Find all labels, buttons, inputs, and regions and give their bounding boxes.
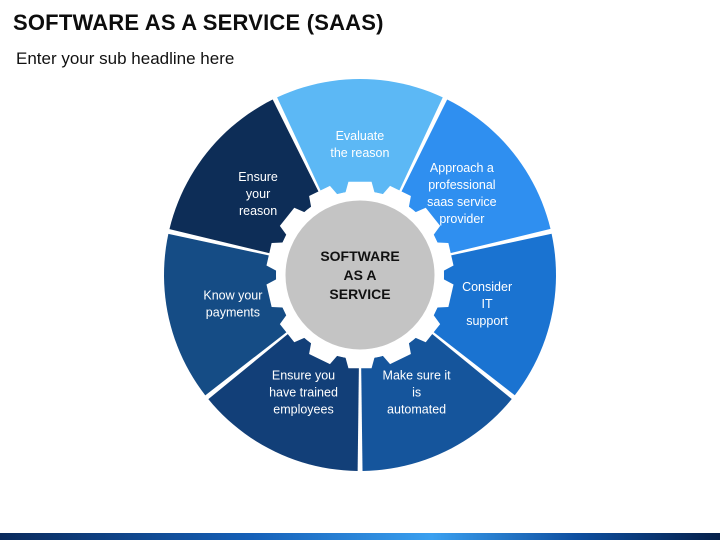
- segment-consider-it-support-label-line: support: [466, 314, 508, 328]
- segment-know-payments-label-line: payments: [206, 306, 260, 320]
- hub-circle: [282, 197, 438, 353]
- hub-label: SOFTWARE AS A SERVICE: [320, 248, 399, 302]
- segment-approach-provider-label-line: professional: [428, 178, 495, 192]
- segment-automated-label-line: automated: [387, 402, 446, 416]
- segment-evaluate-label: Evaluate the reason: [330, 129, 389, 160]
- hub-label-line: SOFTWARE: [320, 248, 399, 264]
- segment-evaluate-label-line: Evaluate: [336, 129, 385, 143]
- segment-automated-label-line: Make sure it: [383, 368, 452, 382]
- segment-ensure-reason-label-line: reason: [239, 204, 277, 218]
- segment-automated-label: Make sure it is automated: [383, 368, 452, 416]
- segment-approach-provider-label-line: Approach a: [430, 161, 494, 175]
- hub-label-line: AS A: [344, 267, 377, 283]
- segment-know-payments-label: Know your payments: [203, 289, 262, 320]
- segment-automated-label-line: is: [412, 385, 421, 399]
- segment-approach-provider-label-line: provider: [439, 212, 484, 226]
- segment-trained-employees-label-line: have trained: [269, 386, 338, 400]
- segment-ensure-reason-label-line: Ensure: [238, 170, 278, 184]
- segment-approach-provider-label: Approach a professional saas service provid…: [427, 161, 497, 226]
- segment-ensure-reason-label-line: your: [246, 187, 270, 201]
- segment-consider-it-support-label-line: IT: [482, 297, 493, 311]
- hub-label-line: SERVICE: [329, 286, 390, 302]
- segment-know-payments-label-line: Know your: [203, 289, 262, 303]
- segment-trained-employees-label-line: employees: [273, 403, 333, 417]
- segment-approach-provider-label-line: saas service: [427, 195, 497, 209]
- segment-ensure-reason-label: Ensure your reason: [238, 170, 278, 218]
- segment-consider-it-support-label-line: Consider: [462, 280, 512, 294]
- bottom-accent-bar: [0, 533, 720, 540]
- segment-evaluate: [277, 79, 443, 275]
- segment-evaluate-label-line: the reason: [330, 146, 389, 160]
- hub-layer: SOFTWARE AS A SERVICE: [282, 197, 438, 353]
- segment-trained-employees-label-line: Ensure you: [272, 369, 335, 383]
- slide-title: SOFTWARE AS A SERVICE (SAAS): [13, 10, 384, 35]
- slide-subtitle: Enter your sub headline here: [16, 49, 235, 68]
- segment-trained-employees-label: Ensure you have trained employees: [269, 369, 338, 417]
